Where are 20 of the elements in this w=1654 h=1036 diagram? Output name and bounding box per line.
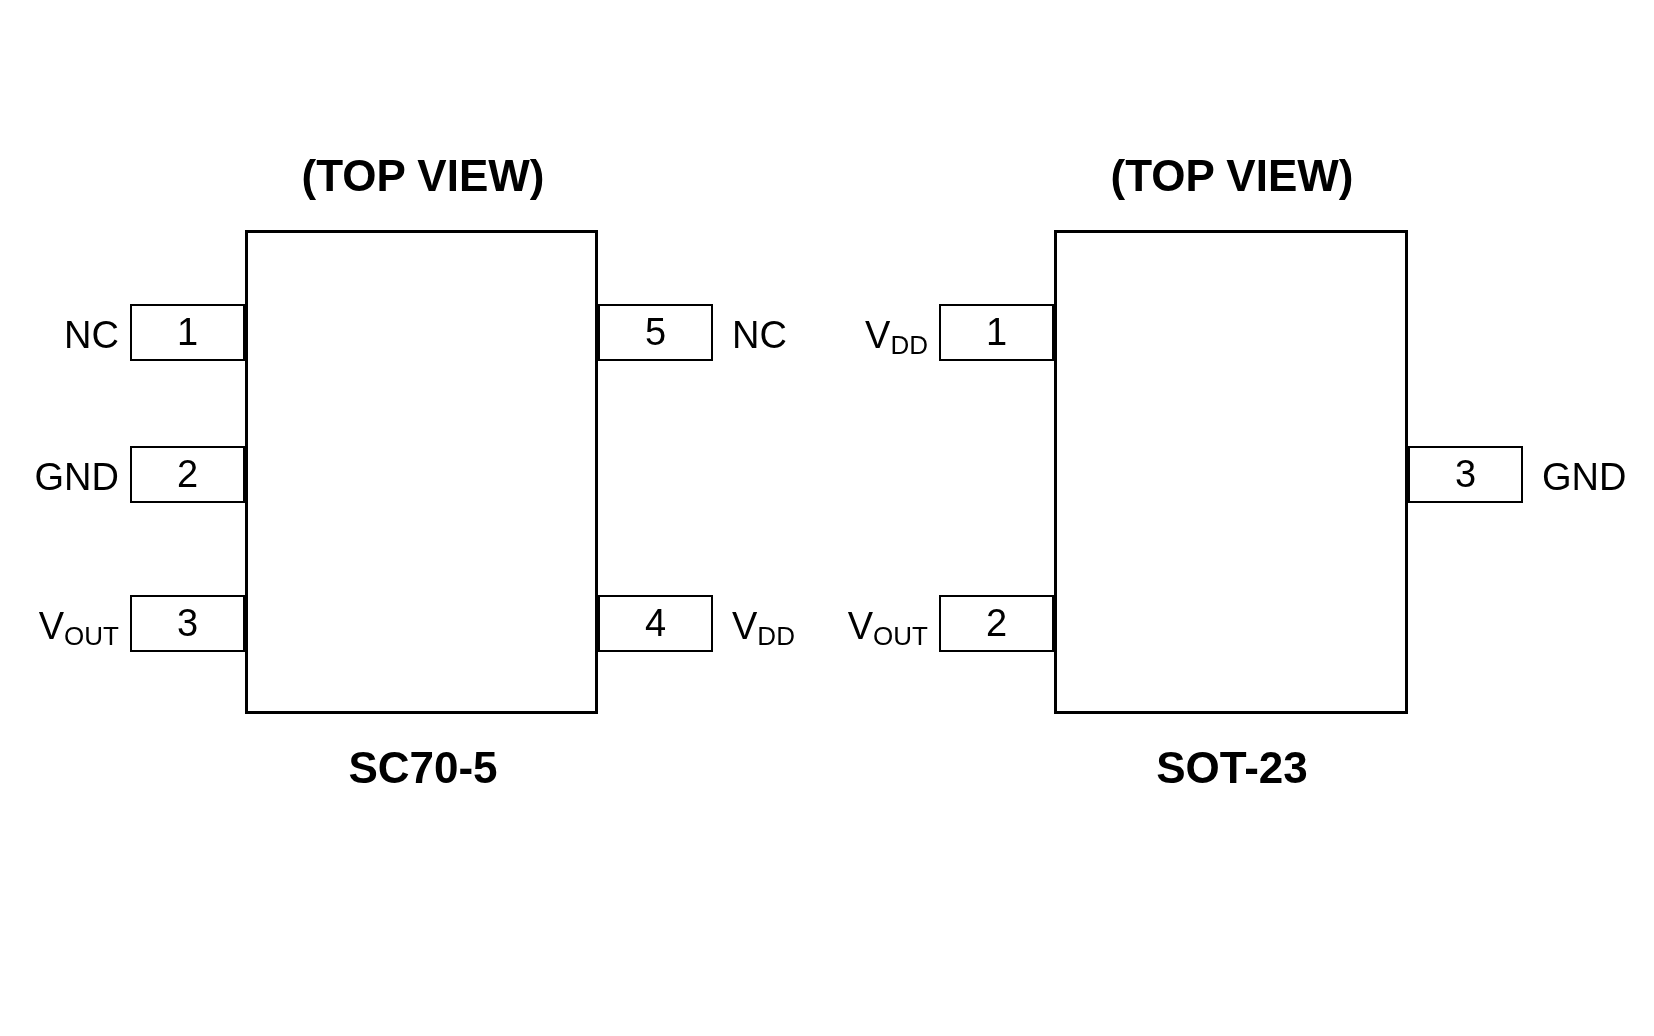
pin-name: V$_{DD}$ <box>865 316 928 358</box>
package-name: SC70-5 <box>348 746 498 790</box>
pin-pad: 3 <box>1408 446 1523 503</box>
pin-name: GND <box>1542 458 1627 496</box>
pin-name: V$_{DD}$ <box>732 607 795 649</box>
pin-pad: 3 <box>130 595 245 652</box>
pin-pad: 1 <box>939 304 1054 361</box>
pin-pad: 2 <box>939 595 1054 652</box>
view-label: (TOP VIEW) <box>1110 154 1354 198</box>
pin-name: NC <box>732 316 787 354</box>
pin-pad: 1 <box>130 304 245 361</box>
pin-pad: 4 <box>598 595 713 652</box>
pin-pad: 5 <box>598 304 713 361</box>
pin-name: V$_{OUT}$ <box>847 607 928 649</box>
package-name: SOT-23 <box>1156 746 1308 790</box>
view-label: (TOP VIEW) <box>301 154 545 198</box>
pin-name: V$_{OUT}$ <box>38 607 119 649</box>
pin-pad: 2 <box>130 446 245 503</box>
pin-name: NC <box>64 316 119 354</box>
pin-name: GND <box>34 458 119 496</box>
